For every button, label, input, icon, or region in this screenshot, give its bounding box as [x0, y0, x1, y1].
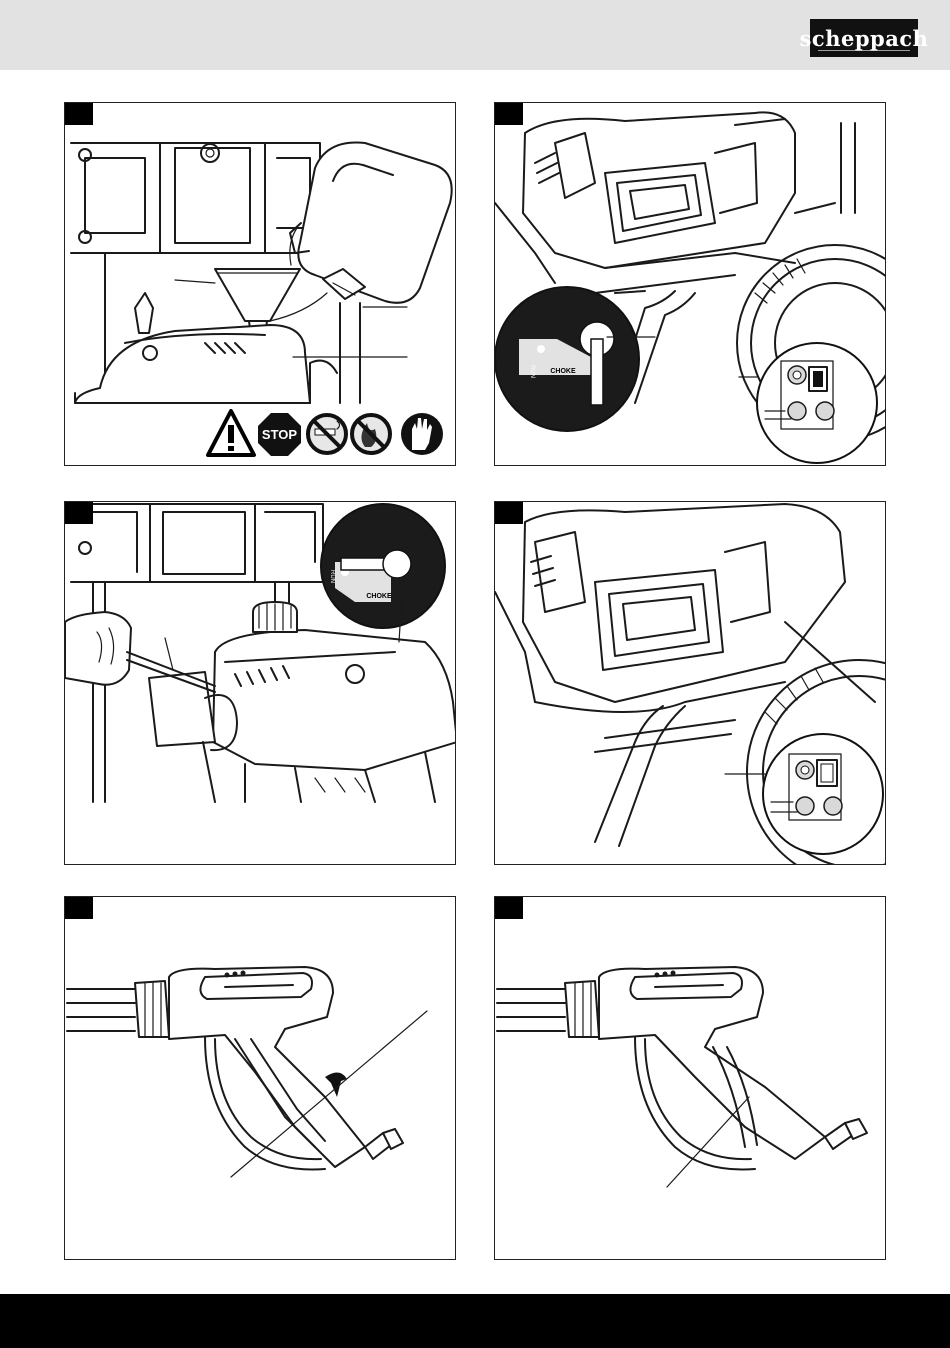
- figure-spray-gun-lock: [494, 896, 886, 1260]
- figure-choke-start: CHOKE RUN: [64, 501, 456, 865]
- figure-number-tag: [65, 103, 93, 125]
- figure-fueling: STOP: [64, 102, 456, 466]
- choke-label: CHOKE: [550, 368, 576, 375]
- figure-spray-gun-trigger: [64, 896, 456, 1260]
- figure-number-tag: [495, 897, 523, 919]
- figure-choke-run: CHOKE RUN: [494, 102, 886, 466]
- figure-number-tag: [65, 897, 93, 919]
- starter-illustration: CHOKE RUN: [65, 502, 456, 865]
- figure-number-tag: [495, 502, 523, 524]
- spray-gun-illustration: [65, 897, 456, 1260]
- warning-triangle-icon: [208, 411, 254, 455]
- engine-illustration: CHOKE RUN: [495, 103, 886, 466]
- brand-logo: scheppach: [810, 19, 918, 57]
- no-smoking-icon: [308, 415, 346, 453]
- figure-number-tag: [495, 103, 523, 125]
- page-footer: [0, 1294, 950, 1348]
- run-label: RUN: [329, 570, 335, 583]
- figure-number-tag: [65, 502, 93, 524]
- choke-label: CHOKE: [366, 593, 392, 600]
- run-label: RUN: [529, 365, 535, 378]
- no-open-flame-icon: [352, 415, 390, 453]
- stop-sign-icon: STOP: [258, 413, 301, 456]
- wear-gloves-icon: [401, 413, 443, 455]
- engine-switch-illustration: [495, 502, 886, 865]
- fueling-illustration: STOP: [65, 103, 456, 466]
- spray-gun-lock-illustration: [495, 897, 886, 1260]
- stop-sign-label: STOP: [262, 427, 297, 442]
- figure-power-switch: [494, 501, 886, 865]
